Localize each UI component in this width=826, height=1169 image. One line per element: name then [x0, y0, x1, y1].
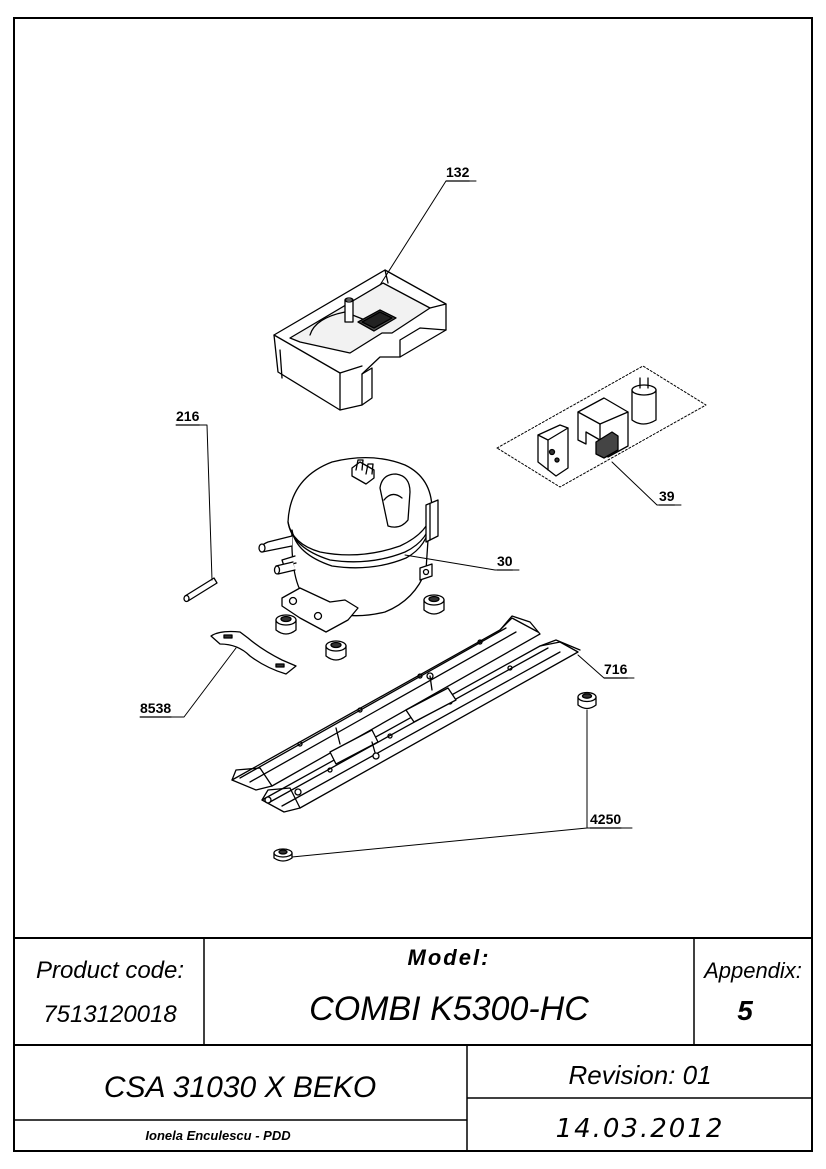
part-name: CSA 31030 X BEKO [104, 1071, 376, 1104]
revision: Revision: 01 [568, 1060, 711, 1090]
product-code-value: 7513120018 [43, 1001, 177, 1028]
part-716-base-rails [231, 615, 581, 813]
callout-132: 132 [446, 164, 470, 180]
rubber-grommets [273, 594, 597, 862]
model-label: Model: [408, 945, 491, 970]
callout-39: 39 [659, 488, 675, 504]
callout-716: 716 [604, 661, 628, 677]
revision-date: 14.03.2012 [556, 1114, 725, 1144]
callout-216: 216 [176, 408, 200, 424]
part-132-cover [273, 269, 447, 411]
part-39-relay-kit [496, 365, 707, 488]
part-30-compressor [258, 457, 439, 633]
model-value: COMBI K5300-HC [309, 990, 589, 1028]
callout-4250: 4250 [590, 811, 621, 827]
product-code-label: Product code: [36, 957, 184, 984]
appendix-label: Appendix: [702, 958, 802, 983]
callout-8538: 8538 [140, 700, 171, 716]
exploded-parts-drawing [139, 180, 707, 862]
appendix-value: 5 [737, 995, 753, 1026]
title-block [14, 937, 812, 1151]
callout-labels: 132 216 39 30 716 8538 4250 [140, 164, 675, 829]
part-216-pipe [183, 577, 218, 603]
sheet-border [13, 17, 813, 1152]
author: Ionela Enculescu - PDD [145, 1128, 291, 1143]
title-block-text: Product code: 7513120018 Model: COMBI K5… [36, 945, 802, 1144]
part-8538-clamp [210, 630, 297, 675]
callout-30: 30 [497, 553, 513, 569]
